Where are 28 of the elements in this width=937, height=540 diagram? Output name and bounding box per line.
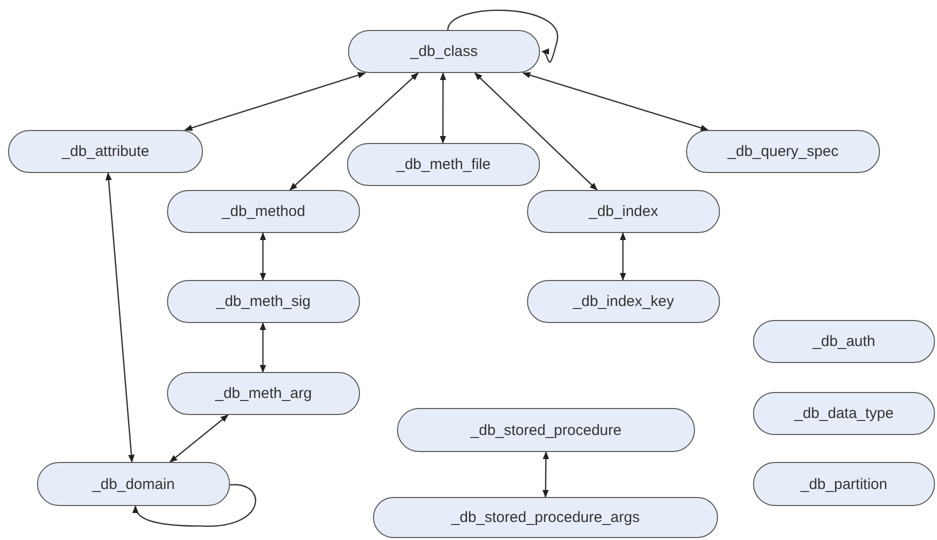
arrow bbox=[105, 172, 135, 463]
table-node: _db_auth bbox=[753, 320, 935, 363]
table-node: _db_class bbox=[348, 30, 540, 73]
table-node: _db_data_type bbox=[753, 392, 935, 435]
arrow bbox=[169, 414, 229, 462]
arrow bbox=[542, 451, 550, 498]
table-node: _db_stored_procedure_args bbox=[373, 497, 718, 538]
arrow bbox=[260, 232, 266, 281]
arrow bbox=[447, 10, 558, 62]
table-node: _db_stored_procedure bbox=[397, 408, 695, 452]
table-node: _db_meth_sig bbox=[167, 280, 360, 323]
table-node: _db_index_key bbox=[527, 280, 720, 323]
table-node: _db_meth_arg bbox=[167, 372, 360, 415]
arrow bbox=[133, 484, 256, 527]
table-node: _db_partition bbox=[753, 462, 935, 506]
arrow bbox=[620, 232, 626, 281]
table-node: _db_index bbox=[527, 190, 720, 233]
arrow bbox=[260, 322, 266, 373]
table-node: _db_query_spec bbox=[686, 130, 880, 173]
table-node: _db_meth_file bbox=[347, 143, 540, 186]
table-node: _db_attribute bbox=[8, 130, 203, 173]
arrow bbox=[184, 72, 366, 131]
table-node: _db_domain bbox=[37, 462, 230, 506]
arrow bbox=[289, 72, 419, 191]
table-node: _db_method bbox=[167, 190, 360, 233]
arrow bbox=[474, 72, 598, 191]
arrow bbox=[522, 72, 709, 131]
arrow bbox=[440, 72, 446, 144]
